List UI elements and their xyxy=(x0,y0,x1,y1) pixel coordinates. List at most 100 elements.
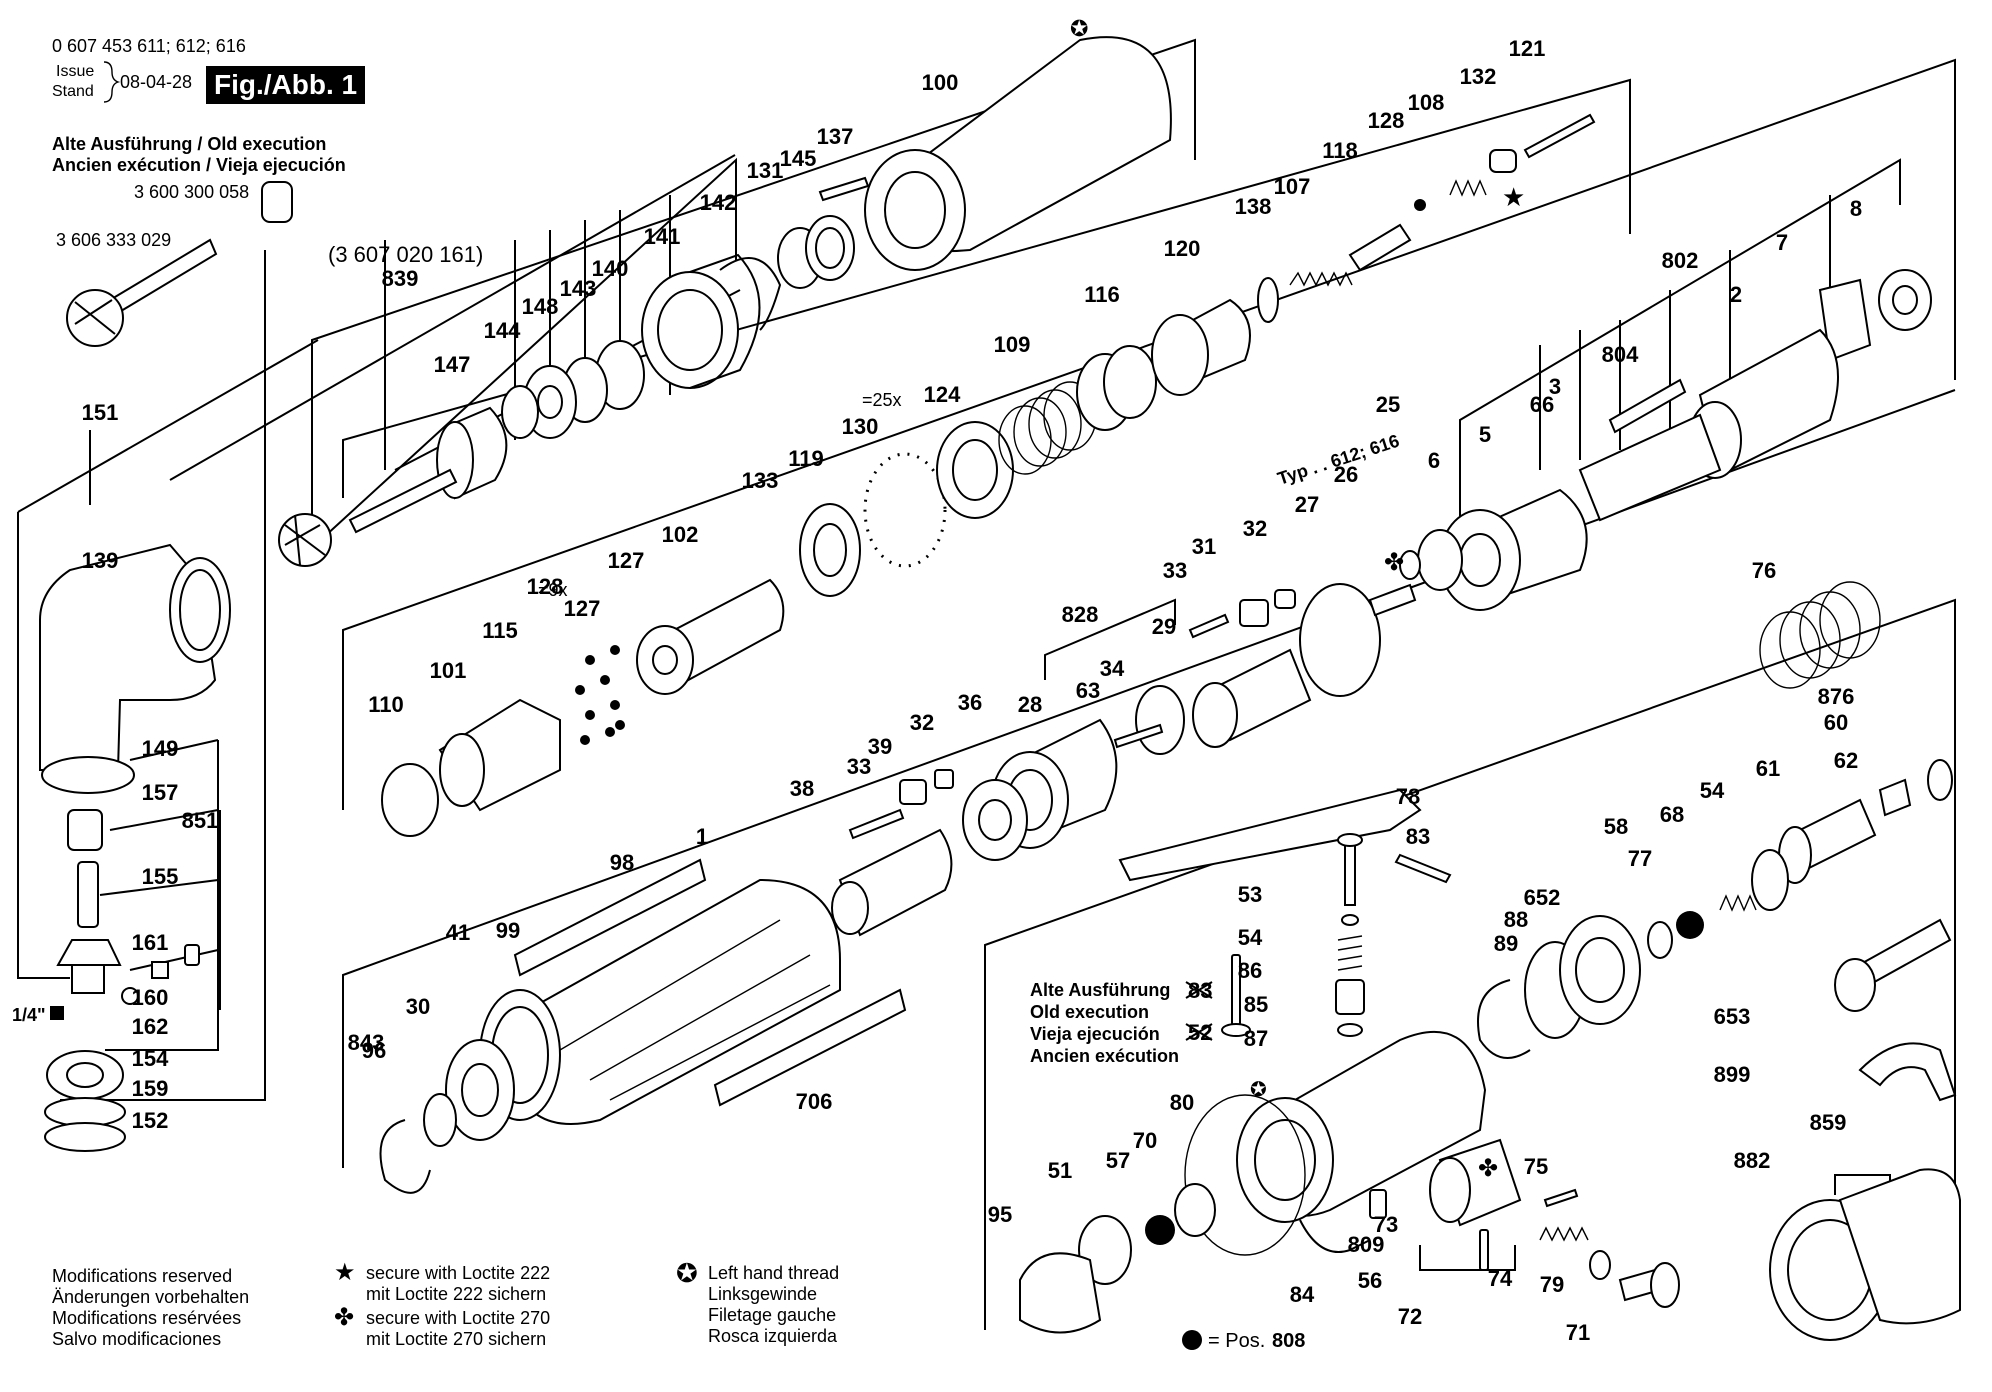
part-label-149: 149 xyxy=(142,736,179,761)
loctite270-en: secure with Loctite 270 xyxy=(366,1308,550,1328)
part-label-1: 1 xyxy=(696,824,708,849)
part-label-61: 61 xyxy=(1756,756,1780,781)
part-label-159: 159 xyxy=(132,1076,169,1101)
part-label-33: 33 xyxy=(1163,558,1187,583)
figure-badge: Fig./Abb. 1 xyxy=(206,66,366,104)
part-label-137: 137 xyxy=(817,124,854,149)
legend-loctite: ★ secure with Loctite 222 mit Loctite 22… xyxy=(334,1259,550,1349)
part-label-141: 141 xyxy=(644,224,681,249)
part-label-72: 72 xyxy=(1398,1304,1422,1329)
left-thread-en: Left hand thread xyxy=(708,1263,839,1283)
part-label-7: 7 xyxy=(1776,230,1788,255)
loctite-mark-26: ✤ xyxy=(1384,549,1404,576)
part-label-39: 39 xyxy=(868,734,892,759)
old-exec-en: Old execution xyxy=(1030,1002,1149,1022)
part-label-101: 101 xyxy=(430,658,467,683)
parts-drawing xyxy=(39,36,1961,1341)
part-label-154: 154 xyxy=(132,1046,169,1071)
part-label-143: 143 xyxy=(560,276,597,301)
part-label-78: 78 xyxy=(1396,784,1420,809)
dot-icon xyxy=(1182,1330,1202,1350)
part-label-95: 95 xyxy=(988,1202,1012,1227)
part-label-127: 127 xyxy=(564,596,601,621)
mods-de: Änderungen vorbehalten xyxy=(52,1287,249,1307)
part-label-63: 63 xyxy=(1076,678,1100,703)
part-label-38: 38 xyxy=(790,776,814,801)
part-label-98: 98 xyxy=(610,850,634,875)
part-label-29: 29 xyxy=(1152,614,1176,639)
part-label-706: 706 xyxy=(796,1089,833,1114)
loctite222-en: secure with Loctite 222 xyxy=(366,1263,550,1283)
part-label-5: 5 xyxy=(1479,422,1491,447)
part-label-53: 53 xyxy=(1238,882,1262,907)
part-label-802: 802 xyxy=(1662,248,1699,273)
part-label-138: 138 xyxy=(1235,194,1272,219)
legend-pos808: = Pos. 808 xyxy=(1182,1330,1305,1352)
part-label-899: 899 xyxy=(1714,1062,1751,1087)
part-label-30: 30 xyxy=(406,994,430,1019)
part-label-142: 142 xyxy=(700,190,737,215)
stand-label: Stand xyxy=(52,83,94,100)
part-label-121: 121 xyxy=(1509,36,1546,61)
left-thread-fr: Filetage gauche xyxy=(708,1305,836,1325)
star-icon: ★ xyxy=(334,1259,356,1286)
part-label-102: 102 xyxy=(662,522,699,547)
loctite222-de: mit Loctite 222 sichern xyxy=(366,1284,546,1304)
part-label-131: 131 xyxy=(747,158,784,183)
part-label-84: 84 xyxy=(1290,1282,1315,1307)
part-label-828: 828 xyxy=(1062,602,1099,627)
part-label-128: 128 xyxy=(527,574,564,599)
part-label-96: 96 xyxy=(362,1038,386,1063)
part-label-839: 839 xyxy=(382,266,419,291)
part-label-109: 109 xyxy=(994,332,1031,357)
part-label-133: 133 xyxy=(742,468,779,493)
quarter-inch-label: 1/4" xyxy=(12,1005,46,1025)
qty-9-note: =9x xyxy=(538,580,568,600)
part-label-71: 71 xyxy=(1566,1320,1590,1345)
part-label-116: 116 xyxy=(1084,282,1120,307)
part-labels: 1001371451311421411401431481441478391511… xyxy=(82,36,1862,1345)
part-label-32: 32 xyxy=(910,710,934,735)
part-label-851: 851 xyxy=(182,808,219,833)
part-label-32: 32 xyxy=(1243,516,1267,541)
part-label-100: 100 xyxy=(922,70,959,95)
part-label-157: 157 xyxy=(142,780,179,805)
part-label-66: 66 xyxy=(1530,392,1554,417)
part-label-8: 8 xyxy=(1850,196,1862,221)
pos808-value: 808 xyxy=(1272,1330,1305,1352)
part-label-140: 140 xyxy=(592,256,629,281)
part-label-76: 76 xyxy=(1752,558,1776,583)
part-label-110: 110 xyxy=(368,692,404,717)
legend-modifications: Modifications reserved Änderungen vorbeh… xyxy=(52,1266,249,1349)
old-exec-line1: Alte Ausführung / Old execution xyxy=(52,134,326,154)
part-label-31: 31 xyxy=(1192,534,1216,559)
header-part-numbers: 0 607 453 611; 612; 616 xyxy=(52,36,246,56)
part-label-882: 882 xyxy=(1734,1148,1771,1173)
part-label-36: 36 xyxy=(958,690,982,715)
old-exec-de: Alte Ausführung xyxy=(1030,980,1170,1000)
club-icon: ✤ xyxy=(334,1304,354,1331)
part-label-80: 80 xyxy=(1170,1090,1194,1115)
left-thread-es: Rosca izquierda xyxy=(708,1326,838,1346)
part-label-161: 161 xyxy=(132,930,169,955)
part-label-25: 25 xyxy=(1376,392,1400,417)
part-label-145: 145 xyxy=(780,146,817,171)
part-label-859: 859 xyxy=(1810,1110,1847,1135)
old-exec-es: Vieja ejecución xyxy=(1030,1024,1160,1044)
mods-es: Salvo modificaciones xyxy=(52,1329,221,1349)
old-exec-fr: Ancien exécution xyxy=(1030,1046,1179,1066)
part-label-54: 54 xyxy=(1700,778,1725,803)
ref-b: 3 606 333 029 xyxy=(56,230,171,250)
part-label-56: 56 xyxy=(1358,1268,1382,1293)
left-thread-mark-100: ✪ xyxy=(1070,16,1088,41)
part-label-652: 652 xyxy=(1524,885,1561,910)
mods-en: Modifications reserved xyxy=(52,1266,232,1286)
part-label-58: 58 xyxy=(1604,814,1628,839)
mods-fr: Modifications resérvées xyxy=(52,1308,241,1328)
part-label-73: 73 xyxy=(1374,1212,1398,1237)
part-label-128: 128 xyxy=(1368,108,1405,133)
left-thread-de: Linksgewinde xyxy=(708,1284,817,1304)
part-label-152: 152 xyxy=(132,1108,169,1133)
qty-25-note: =25x xyxy=(862,390,902,410)
part-label-127: 127 xyxy=(608,548,645,573)
